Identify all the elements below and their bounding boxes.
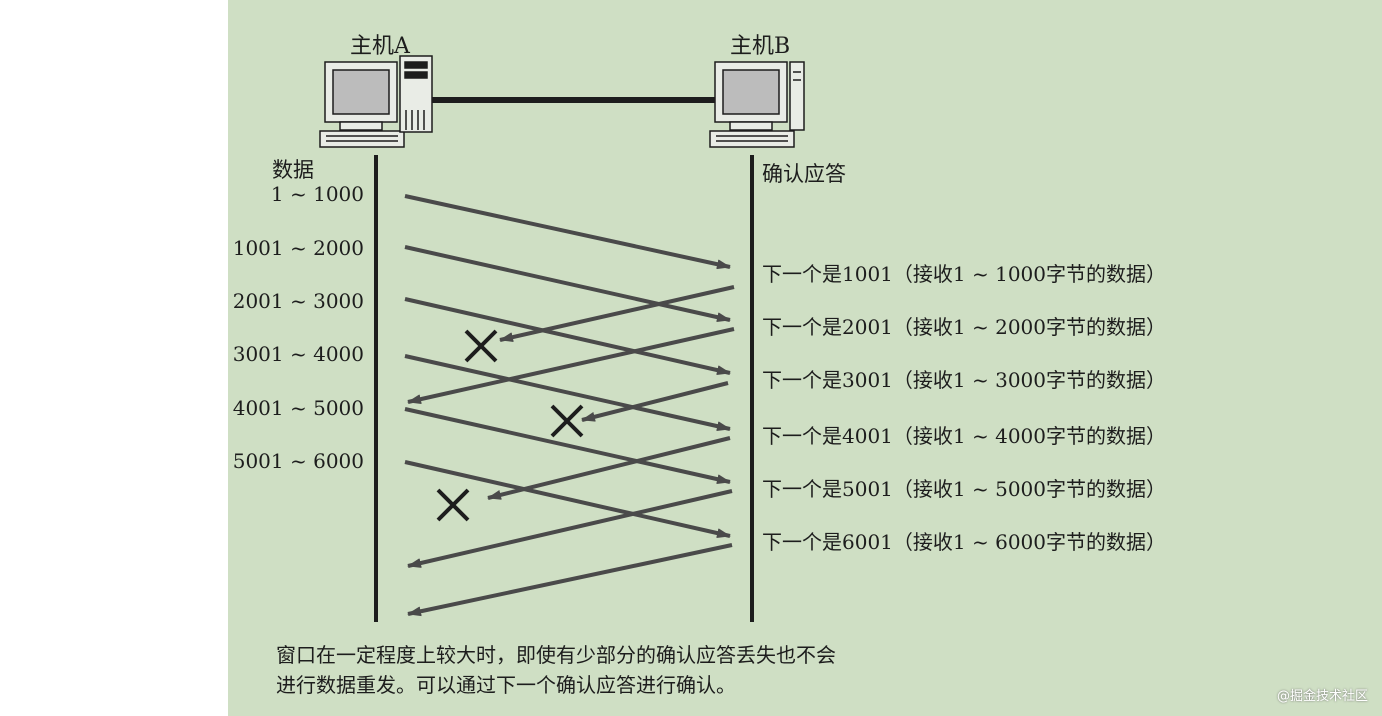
- segment-label: 1 ~ 1000: [270, 182, 364, 206]
- lost-ack-x-icon: [436, 488, 470, 522]
- segment-label: 1001 ~ 2000: [232, 236, 364, 260]
- caption-line-1: 窗口在一定程度上较大时，即使有少部分的确认应答丢失也不会: [276, 643, 836, 667]
- segment-label: 3001 ~ 4000: [232, 342, 364, 366]
- ack-arrow: [407, 543, 733, 617]
- ack-arrow: [487, 436, 731, 500]
- watermark: @掘金技术社区: [1276, 689, 1368, 704]
- segment-label: 2001 ~ 3000: [232, 289, 364, 313]
- caption-line-2: 进行数据重发。可以通过下一个确认应答进行确认。: [276, 673, 736, 697]
- ack-arrow: [407, 489, 733, 568]
- ack-label: 下一个是3001（接收1 ~ 3000字节的数据）: [762, 368, 1166, 392]
- ack-label: 下一个是2001（接收1 ~ 2000字节的数据）: [762, 315, 1166, 339]
- segment-label: 5001 ~ 6000: [232, 449, 364, 473]
- computer-a-icon: [319, 55, 433, 148]
- data-segment-arrow: [404, 407, 731, 485]
- ack-label: 下一个是4001（接收1 ~ 4000字节的数据）: [762, 424, 1166, 448]
- data-segment-arrow: [404, 354, 731, 432]
- data-segment-arrow: [404, 194, 731, 270]
- host-b-label: 主机B: [730, 34, 791, 59]
- ack-arrow: [581, 381, 729, 422]
- data-segment-arrow: [404, 297, 731, 375]
- sender-column-title: 数据: [272, 158, 314, 182]
- lost-ack-x-icon: [464, 329, 498, 363]
- receiver-column-title: 确认应答: [762, 162, 846, 186]
- ack-label: 下一个是1001（接收1 ~ 1000字节的数据）: [762, 262, 1166, 286]
- ack-arrow: [499, 285, 735, 343]
- lost-ack-x-icon: [550, 404, 584, 438]
- data-segment-arrow: [404, 245, 731, 323]
- data-segment-arrow: [404, 460, 731, 538]
- segment-label: 4001 ~ 5000: [232, 396, 364, 420]
- ack-arrow: [407, 327, 735, 405]
- computer-b-icon: [709, 61, 805, 148]
- arrows-group: [404, 194, 735, 617]
- ack-label: 下一个是6001（接收1 ~ 6000字节的数据）: [762, 530, 1166, 554]
- ack-label: 下一个是5001（接收1 ~ 5000字节的数据）: [762, 477, 1166, 501]
- host-a-label: 主机A: [350, 34, 410, 59]
